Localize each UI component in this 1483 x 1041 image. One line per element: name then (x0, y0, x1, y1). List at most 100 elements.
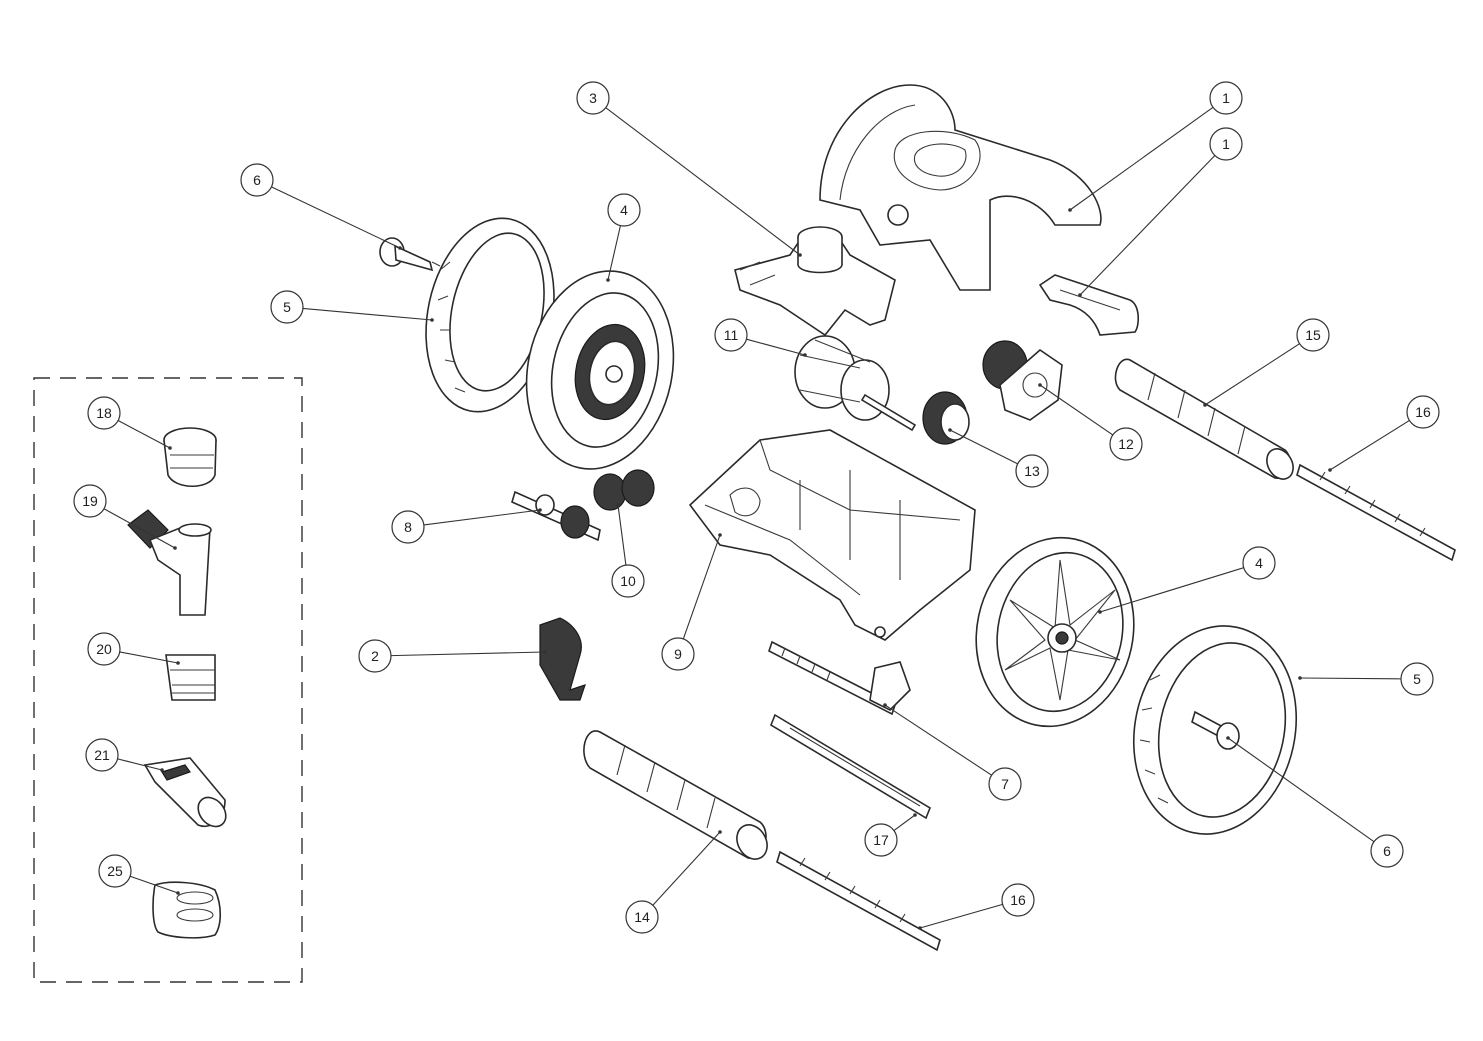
leader-line (919, 903, 1003, 929)
leader-line (949, 429, 1018, 465)
roller-axle-front (776, 850, 941, 952)
callout-12-gear-plate: 12 (1038, 383, 1143, 461)
tire-left (425, 217, 555, 413)
leader-tip (1078, 293, 1082, 297)
callout-19-swivel-connector: 19 (73, 484, 177, 550)
leader-tip (1226, 736, 1230, 740)
leader-tip (430, 318, 434, 322)
leader-tip (543, 650, 547, 654)
callout-number: 6 (1383, 843, 1391, 859)
leader-tip (1203, 403, 1207, 407)
leader-tip (913, 813, 917, 817)
leader-tip (168, 446, 172, 450)
callout-number: 14 (634, 909, 650, 925)
adapter (165, 654, 216, 701)
callout-circle (87, 632, 121, 666)
callout-circle (1370, 834, 1404, 868)
callout-number: 5 (283, 299, 291, 315)
leader-line (423, 509, 541, 526)
callout-7-drive-shaft: 7 (883, 703, 1022, 801)
callout-circle (87, 396, 121, 430)
leader-line (607, 225, 621, 281)
callout-25-hose-weight: 25 (98, 854, 180, 895)
brush-roller-front (583, 730, 768, 860)
callout-circle (73, 484, 107, 518)
callout-number: 9 (674, 646, 682, 662)
callout-16-roller-axle-front: 16 (918, 883, 1035, 930)
callout-circle (1296, 318, 1330, 352)
callout-circle (1242, 546, 1276, 580)
callout-number: 20 (96, 641, 112, 657)
chassis (688, 429, 976, 641)
leader-tip (718, 533, 722, 537)
callout-layer: 1123445566789101112131415161617181920212… (73, 81, 1440, 934)
leader-line (1204, 343, 1300, 406)
leader-line (103, 508, 176, 549)
callout-circle (714, 318, 748, 352)
callout-20-adapter: 20 (87, 632, 180, 666)
drive-shaft (768, 640, 911, 716)
leader-line (617, 504, 627, 566)
leader-tip (538, 508, 542, 512)
callout-circle (358, 639, 392, 673)
callout-18-hose-nut: 18 (87, 396, 172, 450)
callout-number: 25 (107, 863, 123, 879)
leader-tip (1098, 610, 1102, 614)
callout-number: 1 (1222, 90, 1230, 106)
callout-circle (864, 823, 898, 857)
turbine-gear (922, 391, 970, 445)
callout-circle (270, 290, 304, 324)
hose-cuff (143, 757, 227, 828)
callout-number: 16 (1010, 892, 1026, 908)
leader-tip (803, 353, 807, 357)
gear-plate (982, 340, 1063, 421)
callout-circle (98, 854, 132, 888)
leader-tip (616, 503, 620, 507)
leader-tip (918, 926, 922, 930)
leader-tip (160, 768, 164, 772)
leader-line (129, 875, 179, 894)
callout-circle (1109, 427, 1143, 461)
drive-wheel-left (525, 270, 675, 470)
leader-line (1299, 677, 1402, 680)
callout-2-deflector-flap: 2 (358, 639, 547, 673)
callout-17-connecting-bar: 17 (864, 813, 917, 857)
callout-number: 21 (94, 747, 110, 763)
callout-number: 15 (1305, 327, 1321, 343)
leader-line (746, 338, 806, 356)
hose-weight (152, 881, 222, 939)
gear-shaft (511, 490, 601, 542)
callout-circle (1400, 662, 1434, 696)
leader-line (605, 107, 801, 256)
brush-roller-rear (1114, 358, 1294, 480)
suction-inlet (734, 226, 896, 337)
callout-number: 19 (82, 493, 98, 509)
leader-line (682, 534, 721, 640)
leader-line (302, 307, 433, 321)
leader-tip (176, 661, 180, 665)
drive-wheel-right (975, 536, 1135, 728)
callout-number: 16 (1415, 404, 1431, 420)
callout-8-gear-shaft: 8 (391, 508, 542, 544)
leader-tip (1068, 208, 1072, 212)
callout-circle (85, 738, 119, 772)
callout-15-brush-roller-rear: 15 (1203, 318, 1330, 407)
callout-number: 11 (724, 327, 739, 343)
callout-9-chassis: 9 (661, 533, 722, 671)
leader-tip (718, 830, 722, 834)
deflector-flap (539, 617, 586, 701)
leader-line (1069, 106, 1214, 211)
leader-tip (883, 703, 887, 707)
leader-tip (1328, 468, 1332, 472)
hose-nut (163, 427, 217, 487)
axle-pin-left (379, 237, 441, 272)
callout-circle (1209, 81, 1243, 115)
callout-number: 13 (1024, 463, 1040, 479)
callout-13-turbine-gear: 13 (948, 428, 1049, 488)
callout-circle (576, 81, 610, 115)
turbine (794, 335, 917, 432)
callout-circle (240, 163, 274, 197)
leader-line (271, 186, 401, 249)
leader-line (884, 704, 992, 776)
